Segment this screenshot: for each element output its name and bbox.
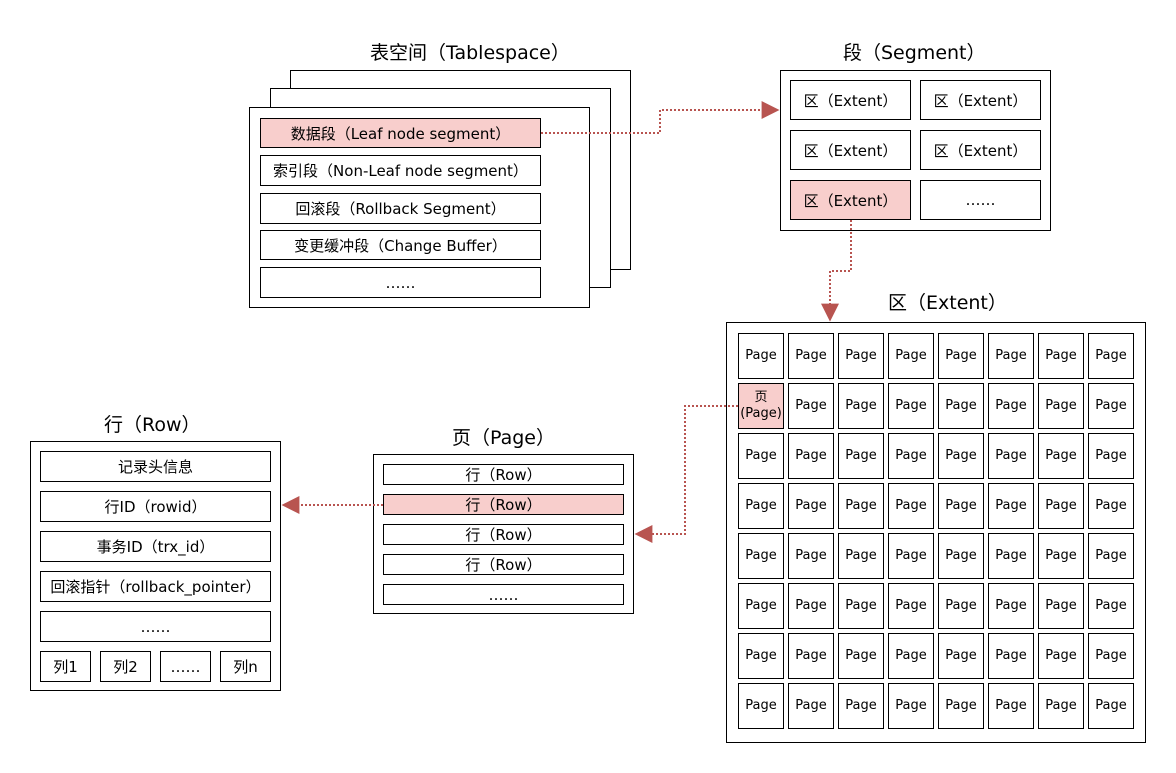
extent-page-cell[interactable]: Page bbox=[788, 383, 834, 429]
row-column-n[interactable]: 列n bbox=[220, 651, 271, 682]
extent-page-cell[interactable]: Page bbox=[938, 683, 984, 729]
extent-page-cell[interactable]: Page bbox=[738, 483, 784, 529]
extent-page-cell[interactable]: Page bbox=[788, 583, 834, 629]
extent-page-cell[interactable]: Page bbox=[1038, 533, 1084, 579]
extent-page-cell[interactable]: Page bbox=[788, 683, 834, 729]
extent-page-cell[interactable]: Page bbox=[988, 583, 1034, 629]
page-row-more: …… bbox=[383, 584, 624, 605]
extent-page-cell[interactable]: Page bbox=[988, 383, 1034, 429]
extent-page-cell[interactable]: Page bbox=[788, 633, 834, 679]
segment-extent-3[interactable]: 区（Extent） bbox=[790, 130, 911, 170]
extent-page-cell[interactable]: Page bbox=[788, 433, 834, 479]
extent-page-cell[interactable]: Page bbox=[1038, 433, 1084, 479]
extent-page-cell[interactable]: Page bbox=[1038, 333, 1084, 379]
extent-page-cell[interactable]: Page bbox=[888, 633, 934, 679]
extent-page-cell[interactable]: Page bbox=[738, 533, 784, 579]
extent-page-cell[interactable]: Page bbox=[788, 533, 834, 579]
extent-page-cell[interactable]: Page bbox=[1088, 533, 1134, 579]
extent-page-cell[interactable]: Page bbox=[838, 383, 884, 429]
extent-page-cell[interactable]: Page bbox=[838, 683, 884, 729]
extent-page-cell[interactable]: Page bbox=[1038, 583, 1084, 629]
row-field-header[interactable]: 记录头信息 bbox=[40, 451, 271, 482]
tablespace-segment-change-buffer[interactable]: 变更缓冲段（Change Buffer） bbox=[260, 230, 541, 260]
extent-page-cell[interactable]: Page bbox=[938, 483, 984, 529]
tablespace-title: 表空间（Tablespace） bbox=[370, 42, 570, 64]
segment-extent-5[interactable]: 区（Extent） bbox=[790, 180, 911, 220]
extent-page-cell[interactable]: Page bbox=[788, 483, 834, 529]
extent-page-cell[interactable]: Page bbox=[988, 333, 1034, 379]
extent-page-cell[interactable]: Page bbox=[738, 633, 784, 679]
extent-page-cell[interactable]: Page bbox=[888, 483, 934, 529]
extent-page-cell[interactable]: Page bbox=[1088, 333, 1134, 379]
extent-page-cell[interactable]: Page bbox=[988, 483, 1034, 529]
page-row-2[interactable]: 行（Row） bbox=[383, 494, 624, 515]
extent-page-cell[interactable]: Page bbox=[1088, 633, 1134, 679]
segment-title: 段（Segment） bbox=[843, 42, 986, 64]
row-field-rowid[interactable]: 行ID（rowid） bbox=[40, 491, 271, 522]
extent-page-cell[interactable]: Page bbox=[1088, 483, 1134, 529]
extent-page-cell[interactable]: Page bbox=[838, 433, 884, 479]
row-column-more: …… bbox=[160, 651, 211, 682]
extent-page-cell[interactable]: Page bbox=[738, 583, 784, 629]
extent-page-cell[interactable]: Page bbox=[838, 483, 884, 529]
extent-page-cell[interactable]: Page bbox=[888, 383, 934, 429]
extent-page-cell[interactable]: Page bbox=[988, 433, 1034, 479]
extent-page-cell[interactable]: Page bbox=[1088, 683, 1134, 729]
extent-page-cell[interactable]: Page bbox=[1038, 683, 1084, 729]
extent-page-cell[interactable]: Page bbox=[1038, 483, 1084, 529]
extent-page-cell[interactable]: Page bbox=[1088, 383, 1134, 429]
extent-page-cell[interactable]: Page bbox=[988, 633, 1034, 679]
extent-page-cell[interactable]: Page bbox=[1038, 633, 1084, 679]
extent-page-cell[interactable]: Page bbox=[938, 583, 984, 629]
extent-page-cell[interactable]: Page bbox=[788, 333, 834, 379]
extent-page-cell[interactable]: Page bbox=[888, 433, 934, 479]
segment-extent-more: …… bbox=[920, 180, 1041, 220]
tablespace-segment-more: …… bbox=[260, 267, 541, 298]
row-field-trx-id[interactable]: 事务ID（trx_id） bbox=[40, 531, 271, 562]
extent-page-cell[interactable]: Page bbox=[1038, 383, 1084, 429]
tablespace-segment-index[interactable]: 索引段（Non-Leaf node segment） bbox=[260, 155, 541, 186]
extent-page-cell[interactable]: Page bbox=[938, 333, 984, 379]
extent-page-cell[interactable]: Page bbox=[738, 433, 784, 479]
extent-page-cell[interactable]: Page bbox=[738, 683, 784, 729]
extent-page-cell[interactable]: Page bbox=[938, 383, 984, 429]
arrow-extent-to-page bbox=[634, 405, 738, 543]
row-panel bbox=[30, 441, 281, 691]
segment-extent-2[interactable]: 区（Extent） bbox=[920, 80, 1041, 120]
extent-page-cell[interactable]: Page bbox=[988, 533, 1034, 579]
extent-title: 区（Extent） bbox=[888, 292, 1007, 314]
page-title: 页（Page） bbox=[452, 427, 555, 449]
extent-page-cell[interactable]: Page bbox=[938, 633, 984, 679]
page-row-4[interactable]: 行（Row） bbox=[383, 554, 624, 575]
row-column-1[interactable]: 列1 bbox=[40, 651, 91, 682]
extent-page-cell[interactable]: Page bbox=[738, 333, 784, 379]
extent-page-cell[interactable]: Page bbox=[888, 533, 934, 579]
row-title: 行（Row） bbox=[104, 414, 201, 436]
extent-page-highlighted[interactable]: 页 (Page) bbox=[738, 383, 784, 429]
extent-page-cell[interactable]: Page bbox=[838, 633, 884, 679]
extent-page-cell[interactable]: Page bbox=[888, 583, 934, 629]
tablespace-segment-data[interactable]: 数据段（Leaf node segment） bbox=[260, 118, 541, 148]
segment-extent-1[interactable]: 区（Extent） bbox=[790, 80, 911, 120]
tablespace-segment-rollback[interactable]: 回滚段（Rollback Segment） bbox=[260, 193, 541, 224]
extent-page-cell[interactable]: Page bbox=[938, 533, 984, 579]
arrow-segment-to-extent bbox=[821, 220, 852, 322]
row-column-2[interactable]: 列2 bbox=[100, 651, 151, 682]
extent-page-cell[interactable]: Page bbox=[838, 583, 884, 629]
extent-page-cell[interactable]: Page bbox=[1088, 433, 1134, 479]
extent-page-cell[interactable]: Page bbox=[838, 533, 884, 579]
segment-extent-4[interactable]: 区（Extent） bbox=[920, 130, 1041, 170]
extent-page-cell[interactable]: Page bbox=[988, 683, 1034, 729]
page-row-1[interactable]: 行（Row） bbox=[383, 464, 624, 485]
extent-page-cell[interactable]: Page bbox=[1088, 583, 1134, 629]
extent-page-cell[interactable]: Page bbox=[838, 333, 884, 379]
extent-page-cell[interactable]: Page bbox=[938, 433, 984, 479]
extent-page-cell[interactable]: Page bbox=[888, 333, 934, 379]
row-field-more: …… bbox=[40, 611, 271, 642]
page-row-3[interactable]: 行（Row） bbox=[383, 524, 624, 545]
row-field-rollback-pointer[interactable]: 回滚指针（rollback_pointer） bbox=[40, 571, 271, 602]
extent-page-cell[interactable]: Page bbox=[888, 683, 934, 729]
